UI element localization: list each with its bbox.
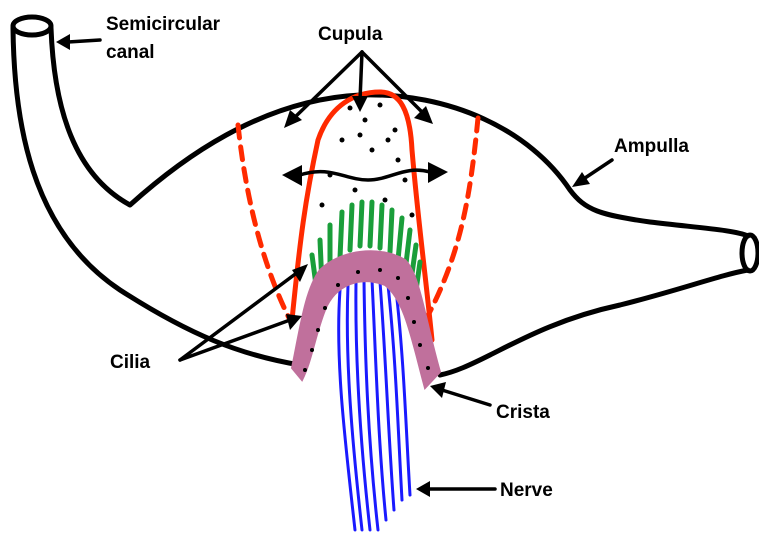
ampulla-outline — [13, 17, 758, 375]
canal-opening — [13, 17, 51, 35]
cupula — [238, 92, 478, 340]
ampulla-lower-wall — [440, 270, 748, 375]
nerve-fibers — [339, 280, 410, 530]
label-semicircular-canal-line2: canal — [106, 42, 155, 63]
cupula-arrows — [284, 52, 433, 128]
label-semicircular-canal-line1: Semicircular — [106, 14, 221, 35]
label-cupula: Cupula — [318, 24, 383, 45]
cupula-dots — [320, 103, 415, 218]
label-crista: Crista — [496, 402, 550, 423]
label-cilia: Cilia — [110, 352, 151, 373]
canal-right-wall — [51, 28, 748, 236]
label-nerve: Nerve — [500, 480, 553, 501]
crista-arrow — [430, 382, 490, 405]
ampulla-opening — [742, 235, 758, 271]
cupula-dashed-outline — [238, 118, 478, 330]
nerve-arrow — [416, 481, 495, 497]
deflection-arrow — [282, 162, 448, 186]
label-ampulla: Ampulla — [614, 136, 689, 157]
cilia-arrows — [180, 264, 308, 360]
ampulla-arrow — [572, 160, 612, 187]
canal-arrow — [56, 34, 100, 50]
